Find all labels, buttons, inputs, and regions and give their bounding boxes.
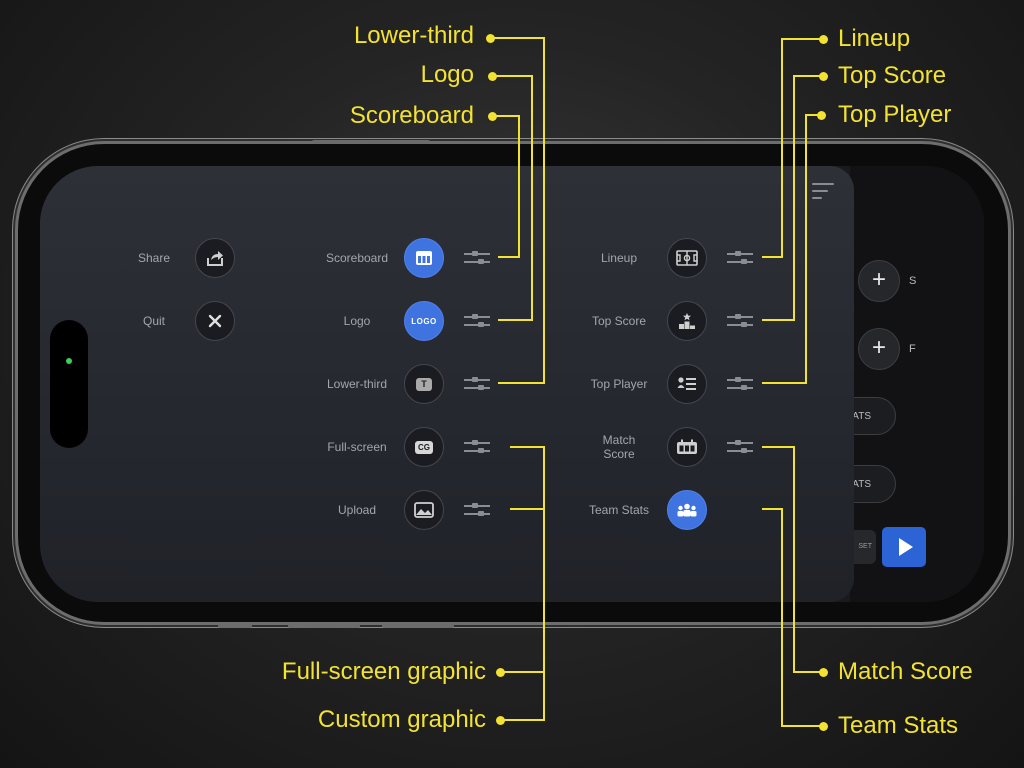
lineup-button[interactable] bbox=[667, 238, 707, 278]
podium-icon bbox=[679, 313, 695, 329]
top-player-button[interactable] bbox=[667, 364, 707, 404]
plus-button[interactable]: + bbox=[858, 260, 900, 302]
annotation-custom-graphic: Custom graphic bbox=[317, 706, 486, 733]
annotation-top-score: Top Score bbox=[838, 62, 947, 89]
close-icon bbox=[208, 314, 222, 328]
upload-settings-button[interactable] bbox=[464, 501, 490, 519]
annotation-lower-third: Lower-third bbox=[353, 22, 474, 49]
quit-button[interactable] bbox=[195, 301, 235, 341]
lineup-settings-button[interactable] bbox=[727, 249, 753, 267]
full-screen-settings-button[interactable] bbox=[464, 438, 490, 456]
scoreboard-label: Scoreboard bbox=[325, 251, 389, 265]
phone-button-bottom-1 bbox=[218, 624, 252, 628]
match-score-button[interactable] bbox=[667, 427, 707, 467]
annotation-dot bbox=[496, 716, 505, 725]
team-stats-label: Team Stats bbox=[588, 503, 650, 517]
plus-label: S bbox=[909, 275, 917, 287]
upload-button[interactable] bbox=[404, 490, 444, 530]
annotation-dot bbox=[488, 112, 497, 121]
lineup-label: Lineup bbox=[600, 251, 638, 265]
match-score-label: Match Score bbox=[568, 433, 670, 461]
annotation-scoreboard: Scoreboard bbox=[349, 102, 474, 129]
logo-label: Logo bbox=[343, 314, 371, 328]
team-icon bbox=[677, 503, 697, 517]
annotation-dot bbox=[819, 668, 828, 677]
share-button[interactable] bbox=[195, 238, 235, 278]
top-score-button[interactable] bbox=[667, 301, 707, 341]
full-screen-label: Full-screen bbox=[327, 440, 387, 454]
annotation-dot bbox=[486, 34, 495, 43]
player-list-icon bbox=[677, 377, 696, 390]
logo-button[interactable]: LOGO bbox=[404, 301, 444, 341]
phone-button-top bbox=[312, 140, 430, 144]
annotation-full-screen-graphic: Full-screen graphic bbox=[281, 658, 486, 685]
annotation-top-player: Top Player bbox=[838, 101, 952, 128]
plus-button[interactable]: + bbox=[858, 328, 900, 370]
play-button[interactable] bbox=[882, 527, 926, 567]
annotation-dot bbox=[819, 35, 828, 44]
lower-third-icon: T bbox=[416, 377, 432, 391]
team-stats-button[interactable] bbox=[667, 490, 707, 530]
upload-label: Upload bbox=[337, 503, 377, 517]
logo-settings-button[interactable] bbox=[464, 312, 490, 330]
match-score-settings-button[interactable] bbox=[727, 438, 753, 456]
full-screen-button[interactable]: CG bbox=[404, 427, 444, 467]
top-player-label: Top Player bbox=[590, 377, 648, 391]
top-player-settings-button[interactable] bbox=[727, 375, 753, 393]
quit-label: Quit bbox=[142, 314, 165, 328]
scoreboard-settings-button[interactable] bbox=[464, 249, 490, 267]
scoreboard-button[interactable] bbox=[404, 238, 444, 278]
lower-third-label: Lower-third bbox=[326, 377, 388, 391]
annotation-lineup: Lineup bbox=[838, 25, 911, 52]
share-label: Share bbox=[137, 251, 171, 265]
dynamic-island bbox=[50, 320, 88, 448]
menu-icon[interactable] bbox=[812, 183, 834, 204]
annotation-dot bbox=[819, 722, 828, 731]
match-score-label-line-1: Match bbox=[602, 433, 636, 447]
image-upload-icon bbox=[414, 502, 434, 518]
phone-button-bottom-3 bbox=[382, 624, 454, 628]
match-score-label-line-2: Score bbox=[603, 447, 635, 461]
top-score-label: Top Score bbox=[591, 314, 647, 328]
annotation-team-stats: Team Stats bbox=[838, 712, 959, 739]
annotation-match-score: Match Score bbox=[838, 658, 973, 685]
top-score-settings-button[interactable] bbox=[727, 312, 753, 330]
phone-button-bottom-2 bbox=[288, 624, 360, 628]
annotation-logo: Logo bbox=[420, 61, 474, 88]
plus-label: F bbox=[909, 343, 916, 355]
lineup-icon bbox=[676, 250, 698, 266]
match-score-icon bbox=[677, 439, 697, 454]
annotation-dot bbox=[817, 111, 826, 120]
lower-third-settings-button[interactable] bbox=[464, 375, 490, 393]
lower-third-button[interactable]: T bbox=[404, 364, 444, 404]
scoreboard-icon bbox=[416, 251, 432, 265]
annotation-dot bbox=[488, 72, 497, 81]
annotation-dot bbox=[496, 668, 505, 677]
share-icon bbox=[207, 251, 223, 266]
logo-icon: LOGO bbox=[411, 316, 437, 326]
camera-indicator bbox=[66, 358, 72, 364]
graphics-menu-panel bbox=[40, 166, 854, 602]
full-screen-icon: CG bbox=[415, 440, 433, 454]
annotation-dot bbox=[819, 72, 828, 81]
